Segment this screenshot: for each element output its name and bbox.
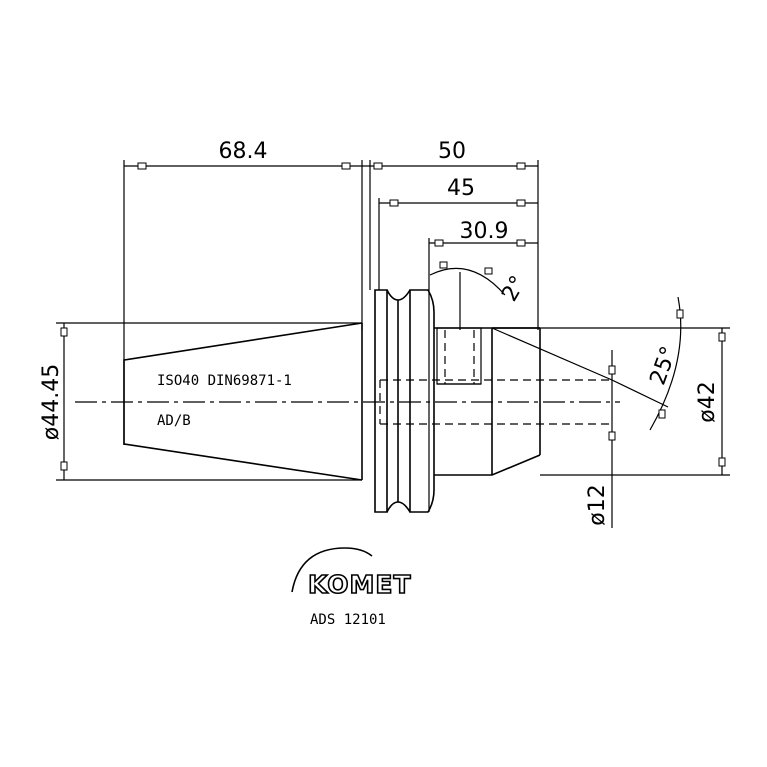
angle-25-text: 25° [645,343,682,388]
spec-label: ISO40 DIN69871-1 [157,373,292,389]
dim-45-text: 45 [447,176,475,201]
angle-2-deg: 2° [429,261,531,330]
angle-25-deg: 25° [491,296,684,431]
dia-44-45-text: ø44.45 [39,364,64,440]
dim-68-4-text: 68.4 [219,139,268,164]
dimension-45: 45 [378,176,538,290]
dim-30-9-text: 30.9 [460,219,509,244]
dia-12-text: ø12 [585,484,610,525]
dimension-dia-12: ø12 [585,350,616,528]
dia-42-text: ø42 [695,381,720,422]
dimension-dia-44-45: ø44.45 [39,322,362,481]
dim-50-text: 50 [438,139,466,164]
drawing-code: ADS 12101 [310,612,386,628]
komet-logo: KOMET [291,547,412,600]
tool-holder [75,289,620,513]
komet-logo-text: KOMET [308,570,412,599]
angle-2-text: 2° [497,272,531,306]
dimension-50: 50 [361,139,539,330]
dimension-30-9: 30.9 [428,219,538,290]
form-label: AD/B [157,413,191,429]
dimension-68-4: 68.4 [123,139,362,445]
dimension-dia-42: ø42 [540,327,730,476]
